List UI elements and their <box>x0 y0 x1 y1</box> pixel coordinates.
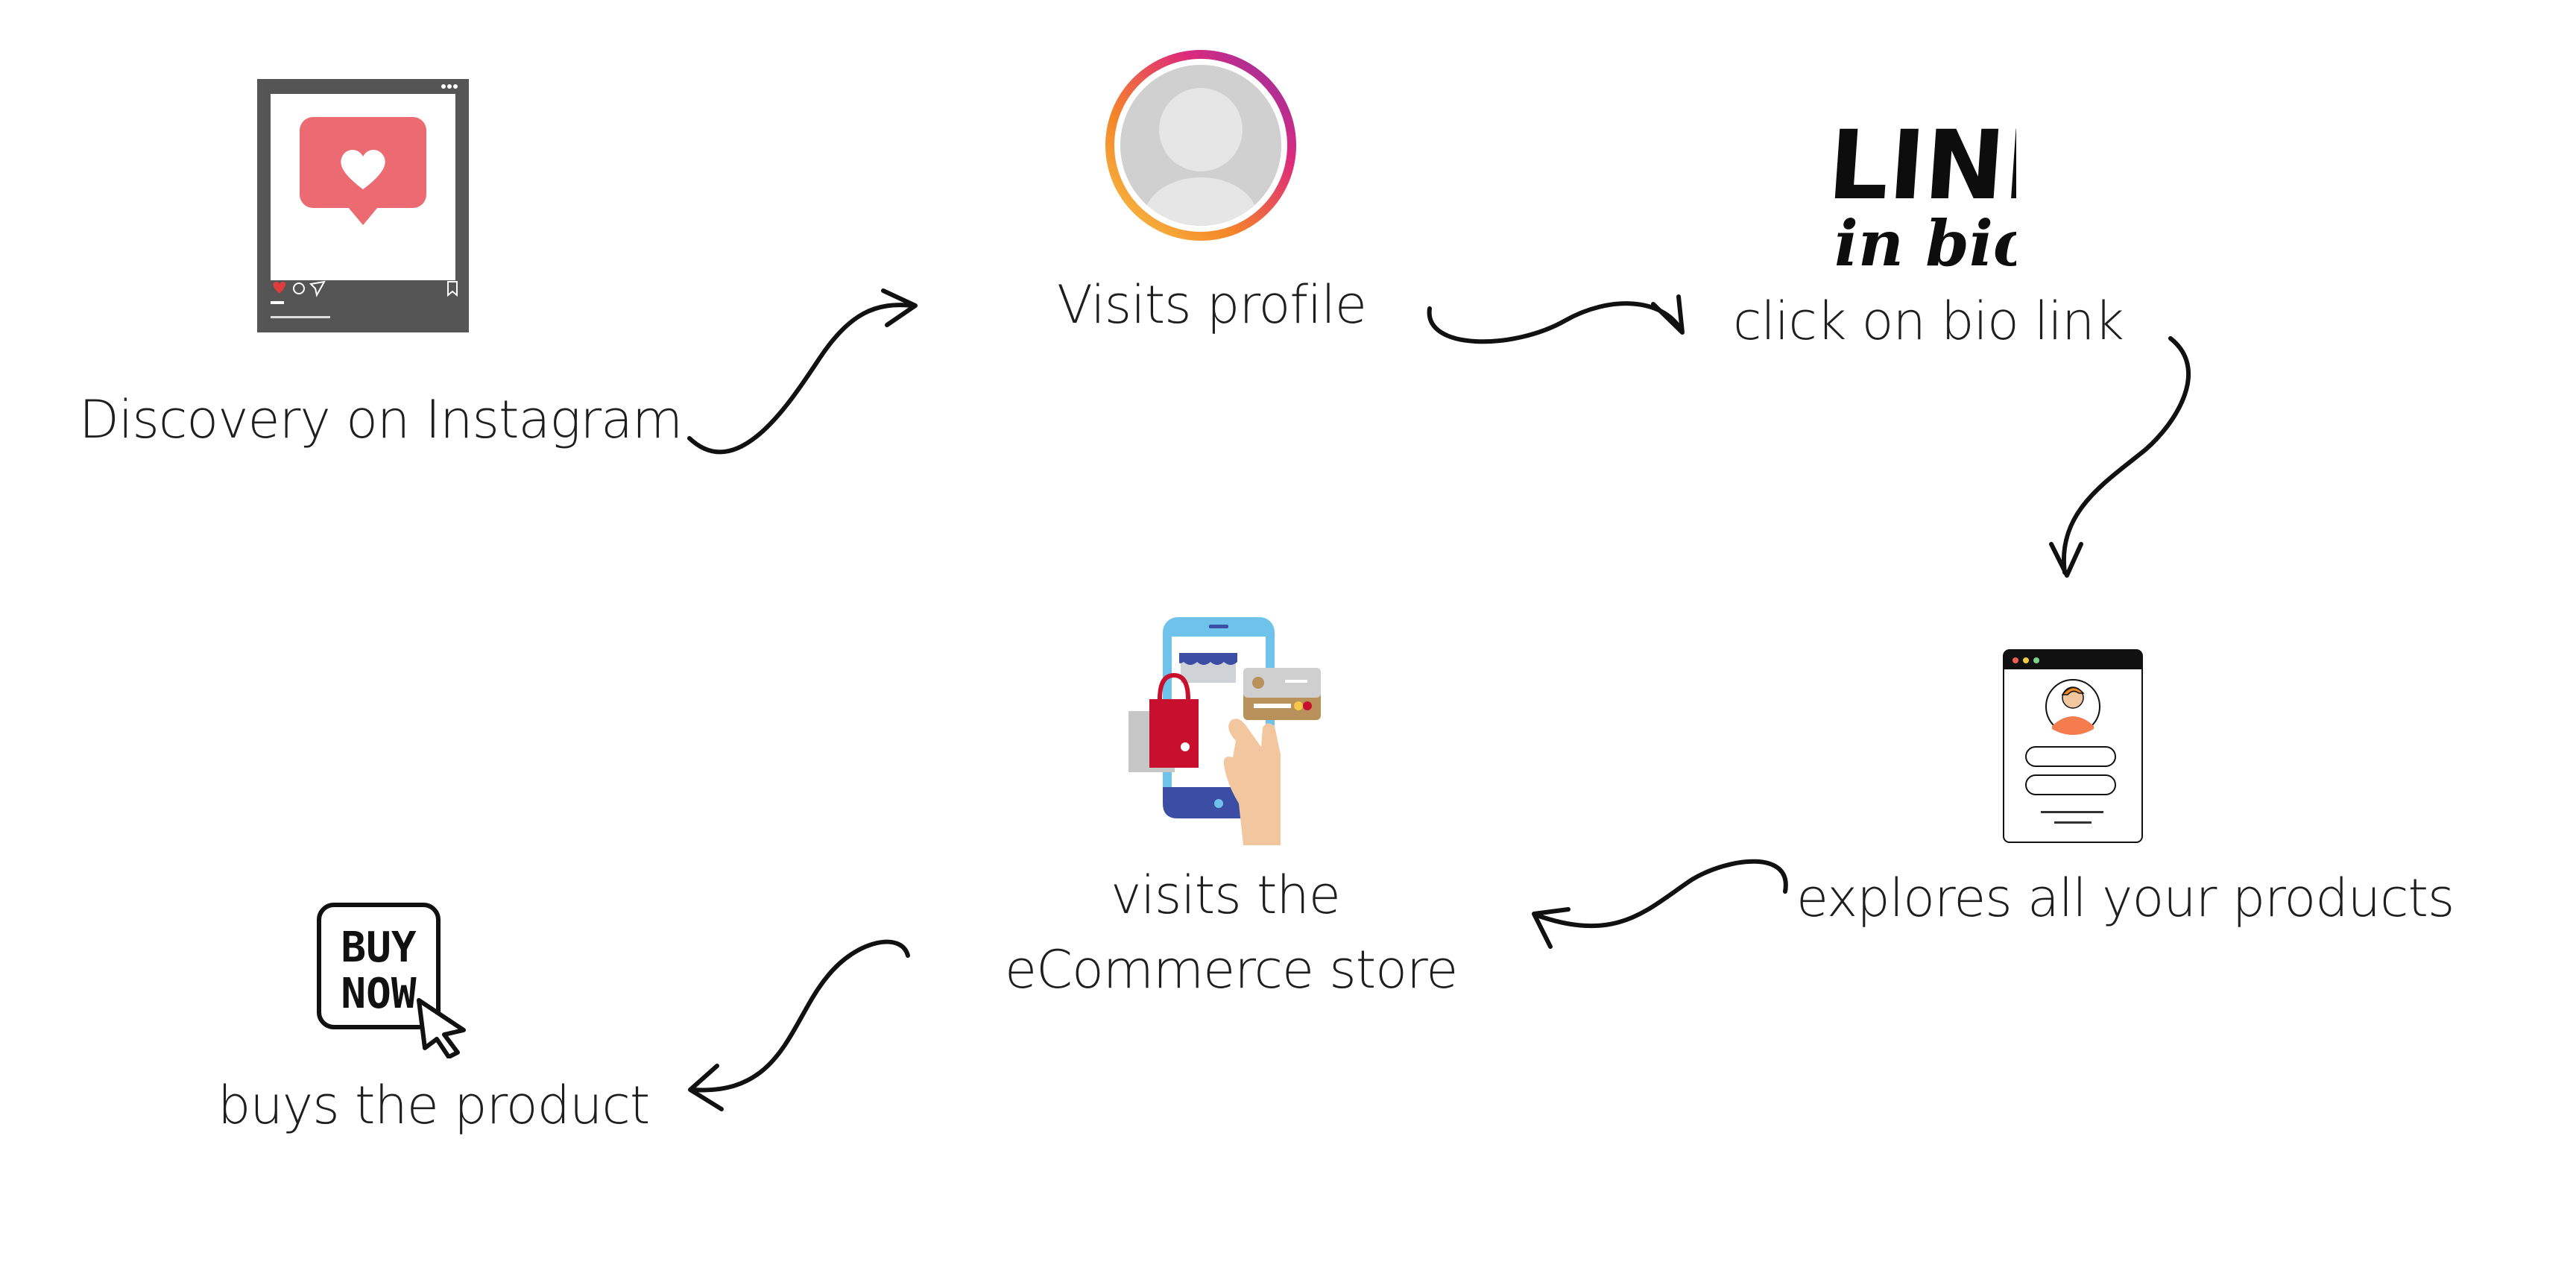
visits-profile-label: Visits profile <box>1057 274 1367 335</box>
now-text: NOW <box>341 970 416 1018</box>
explores-products-label: explores all your products <box>1796 868 2455 929</box>
click-bio-link-label: click on bio link <box>1733 291 2124 352</box>
buy-now-icon: BUY NOW <box>316 902 471 1059</box>
arrow-bio-to-explore <box>2049 336 2191 578</box>
arrow-profile-to-bio <box>1427 294 1685 344</box>
discovery-label: Discovery on Instagram <box>79 389 683 450</box>
arrow-explore-to-store <box>1532 859 1788 949</box>
store-label-line1: visits the <box>1111 865 1341 926</box>
arrow-discovery-to-profile <box>687 288 918 455</box>
profile-avatar-icon <box>1102 46 1300 244</box>
inbio-logo-text: in bio <box>1834 206 2016 274</box>
store-label-line2: eCommerce store <box>1005 939 1458 1000</box>
buys-product-label: buys the product <box>218 1075 650 1136</box>
instagram-post-icon <box>257 79 469 332</box>
arrow-store-to-buy <box>688 939 910 1111</box>
mobile-shopping-icon <box>1127 616 1327 845</box>
profile-page-icon <box>2002 648 2148 845</box>
buy-text: BUY <box>341 924 416 972</box>
link-in-bio-icon: LINK in bio <box>1825 103 2086 280</box>
link-logo-text: LINK <box>1830 110 2016 221</box>
